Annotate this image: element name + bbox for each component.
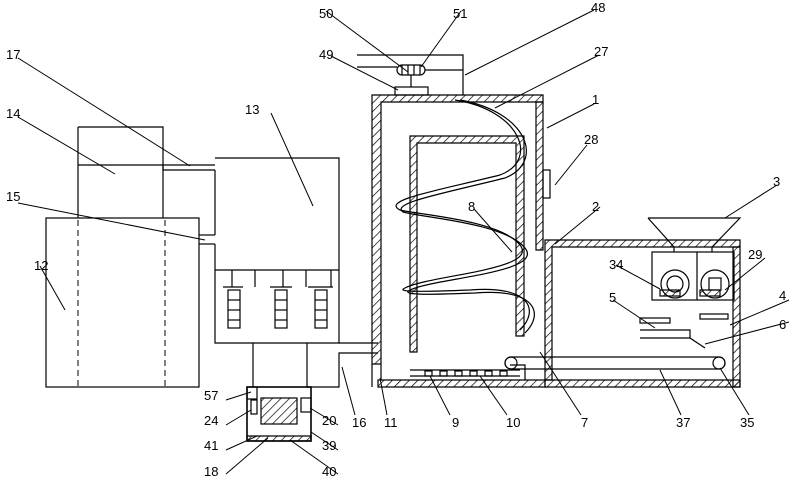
collecting-box	[246, 386, 312, 442]
filter-elements	[223, 270, 333, 329]
label-18: 18	[204, 464, 218, 479]
label-20: 20	[322, 413, 336, 428]
label-49: 49	[319, 47, 333, 62]
label-29: 29	[748, 247, 762, 262]
label-17: 17	[6, 47, 20, 62]
label-48: 48	[591, 0, 605, 15]
label-4: 4	[779, 288, 786, 303]
label-16: 16	[352, 415, 366, 430]
label-5: 5	[609, 290, 616, 305]
label-13: 13	[245, 102, 259, 117]
main-housing	[357, 54, 551, 388]
part-labels: 50 51 48 49 27 1 17 14 13 28 3 15 8 2 12…	[6, 0, 786, 479]
label-8: 8	[468, 199, 475, 214]
right-chamber	[504, 217, 742, 388]
label-12: 12	[34, 258, 48, 273]
label-3: 3	[773, 174, 780, 189]
label-27: 27	[594, 44, 608, 59]
tank-13	[214, 157, 378, 388]
label-39: 39	[322, 438, 336, 453]
label-37: 37	[676, 415, 690, 430]
label-41: 41	[204, 438, 218, 453]
label-10: 10	[506, 415, 520, 430]
label-51: 51	[453, 6, 467, 21]
leader-lines	[17, 9, 790, 475]
label-1: 1	[592, 92, 599, 107]
label-6: 6	[779, 317, 786, 332]
label-28: 28	[584, 132, 598, 147]
label-11: 11	[384, 415, 398, 430]
label-14: 14	[6, 106, 20, 121]
label-9: 9	[452, 415, 459, 430]
label-40: 40	[322, 464, 336, 479]
label-35: 35	[740, 415, 754, 430]
label-2: 2	[592, 199, 599, 214]
label-34: 34	[609, 257, 623, 272]
label-7: 7	[581, 415, 588, 430]
label-57: 57	[204, 388, 218, 403]
label-15: 15	[6, 189, 20, 204]
label-50: 50	[319, 6, 333, 21]
label-24: 24	[204, 413, 218, 428]
